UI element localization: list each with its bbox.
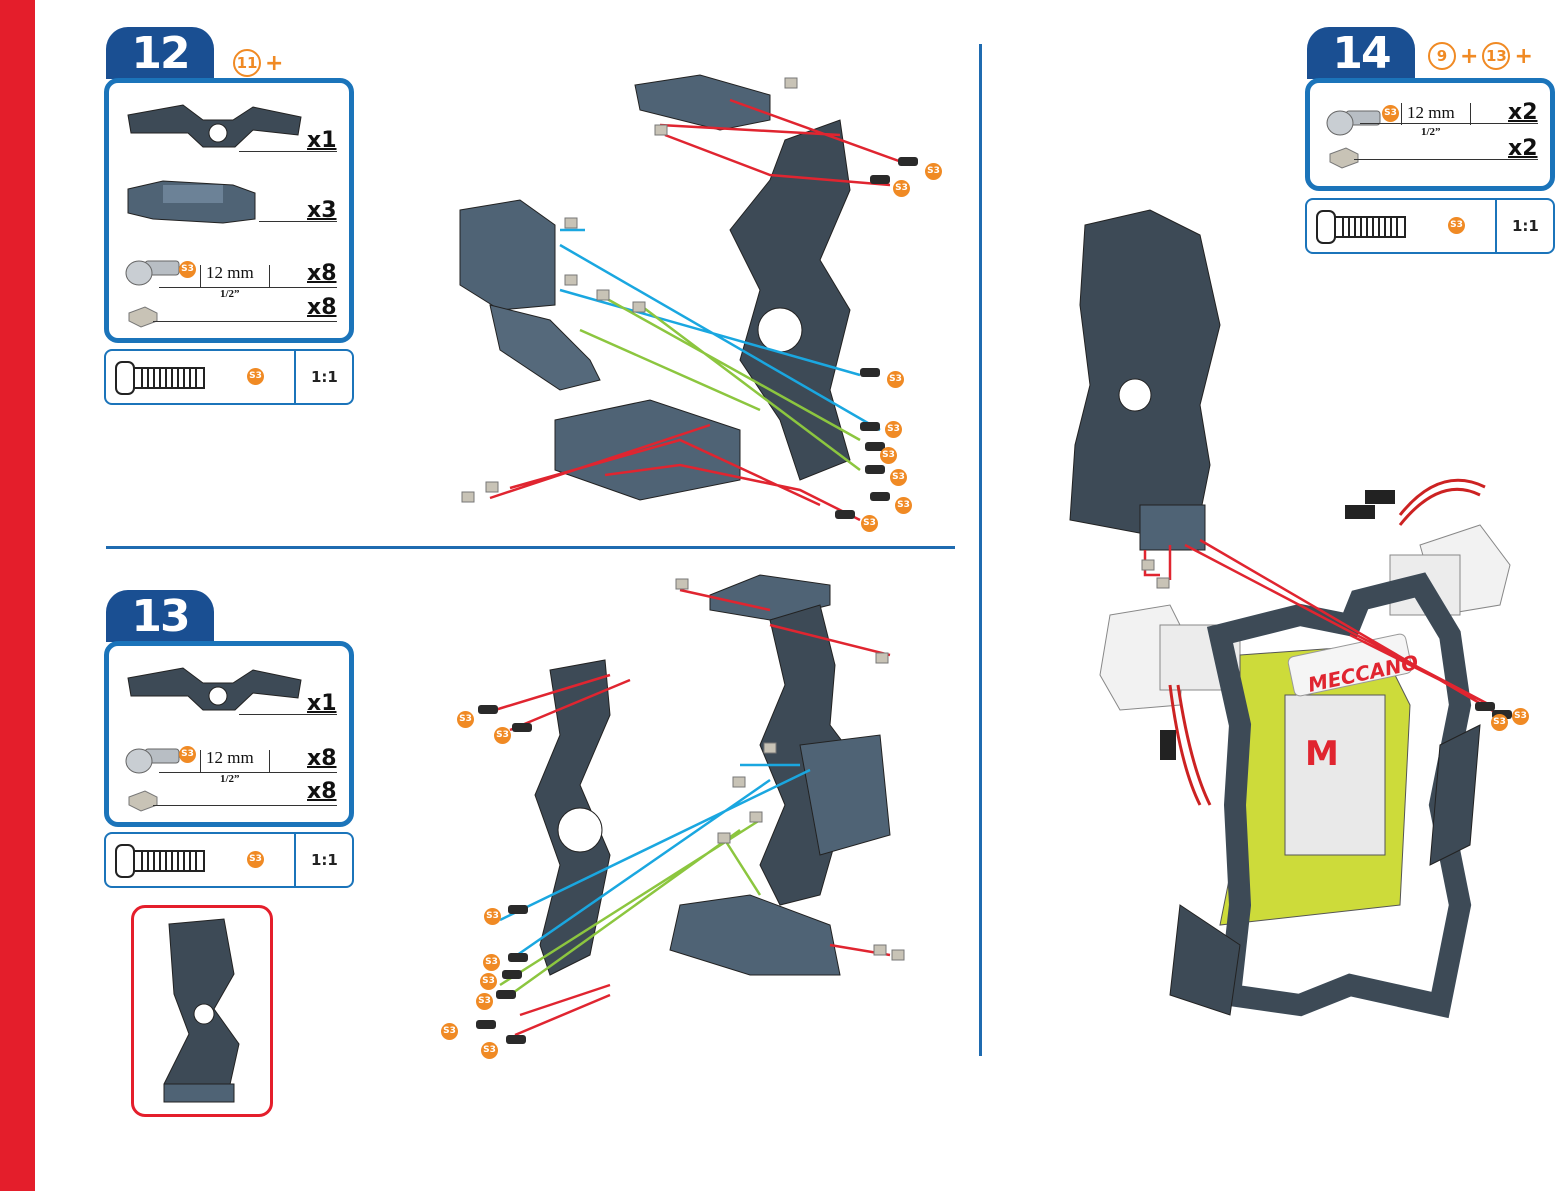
s3-badge: S3 xyxy=(494,727,511,744)
bolt-length-inch: 1/2” xyxy=(220,288,240,300)
step-14-parts-box: S3 12 mm 1/2” x2 x2 xyxy=(1305,78,1555,191)
s3-badge: S3 xyxy=(1382,105,1399,122)
s3-badge: S3 xyxy=(481,1042,498,1059)
bolt-icon xyxy=(1324,103,1384,139)
s3-badge: S3 xyxy=(480,973,497,990)
qty-bolt: x8 xyxy=(307,261,337,286)
s3-badge: S3 xyxy=(476,993,493,1010)
scale-ratio: 1:1 xyxy=(311,851,338,869)
step-13-assembly-diagram xyxy=(440,565,930,1065)
qty-bolt: x2 xyxy=(1508,100,1538,125)
s3-badge: S3 xyxy=(880,447,897,464)
step-13-number: 13 xyxy=(106,590,214,642)
s3-badge: S3 xyxy=(179,261,196,278)
s3-badge: S3 xyxy=(890,469,907,486)
bolt-length-mm: 12 mm xyxy=(206,263,254,283)
plus-sign: + xyxy=(1514,44,1532,69)
u-bracket-icon xyxy=(123,171,263,226)
step-13-result-preview xyxy=(131,905,273,1117)
step-12-assembly-diagram xyxy=(440,60,960,540)
qty-u-bracket: x3 xyxy=(307,198,337,223)
s3-badge: S3 xyxy=(247,368,264,385)
s3-badge: S3 xyxy=(885,421,902,438)
s3-badge: S3 xyxy=(484,908,501,925)
bolt-scale-icon xyxy=(114,843,208,879)
bolt-length-mm: 12 mm xyxy=(206,748,254,768)
nut-icon xyxy=(125,305,161,329)
step-13-parts-box: x1 S3 12 mm 1/2” x8 x8 xyxy=(104,641,354,827)
step-14-number: 14 xyxy=(1307,27,1415,79)
svg-text:M: M xyxy=(1305,734,1339,774)
plus-sign: + xyxy=(1460,44,1478,69)
s3-badge: S3 xyxy=(1491,714,1508,731)
page-edge-bar xyxy=(0,0,35,1191)
bolt-length-mm: 12 mm xyxy=(1407,103,1455,123)
step-divider xyxy=(106,546,955,549)
s3-badge: S3 xyxy=(483,954,500,971)
curved-plate-icon xyxy=(123,658,308,720)
qty-nut: x2 xyxy=(1508,136,1538,161)
s3-badge: S3 xyxy=(247,851,264,868)
step-12-number: 12 xyxy=(106,27,214,79)
qty-nut: x8 xyxy=(307,295,337,320)
step-14-assembly-diagram: M MECCANO xyxy=(1060,205,1530,1025)
step-14-refs: 9+13+ xyxy=(1428,42,1537,70)
bolt-scale-icon xyxy=(114,360,208,396)
ref-step-9: 9 xyxy=(1428,42,1456,70)
nut-icon xyxy=(1326,146,1362,170)
s3-badge: S3 xyxy=(895,497,912,514)
bolt-icon xyxy=(123,253,183,289)
ref-step-11: 11 xyxy=(233,49,261,77)
scale-ratio: 1:1 xyxy=(311,368,338,386)
nut-icon xyxy=(125,789,161,813)
ref-step-13: 13 xyxy=(1482,42,1510,70)
s3-badge: S3 xyxy=(861,515,878,532)
s3-badge: S3 xyxy=(925,163,942,180)
plus-sign: + xyxy=(265,51,283,76)
bolt-length-inch: 1/2” xyxy=(220,773,240,785)
step-12-scale-box: S3 1:1 xyxy=(104,349,354,405)
qty-bolt: x8 xyxy=(307,746,337,771)
s3-badge: S3 xyxy=(893,180,910,197)
bolt-length-inch: 1/2” xyxy=(1421,126,1441,138)
step-12-parts-box: x1 x3 S3 12 mm 1/2” x8 x8 xyxy=(104,78,354,343)
qty-curved-plate: x1 xyxy=(307,128,337,153)
s3-badge: S3 xyxy=(179,746,196,763)
qty-curved-plate: x1 xyxy=(307,691,337,716)
curved-plate-icon xyxy=(123,95,308,157)
column-divider xyxy=(979,44,982,1056)
s3-badge: S3 xyxy=(1512,708,1529,725)
step-13-scale-box: S3 1:1 xyxy=(104,832,354,888)
qty-nut: x8 xyxy=(307,779,337,804)
s3-badge: S3 xyxy=(441,1023,458,1040)
s3-badge: S3 xyxy=(457,711,474,728)
assembled-frame-icon xyxy=(154,914,254,1110)
step-12-refs: 11+ xyxy=(233,49,287,77)
s3-badge: S3 xyxy=(887,371,904,388)
